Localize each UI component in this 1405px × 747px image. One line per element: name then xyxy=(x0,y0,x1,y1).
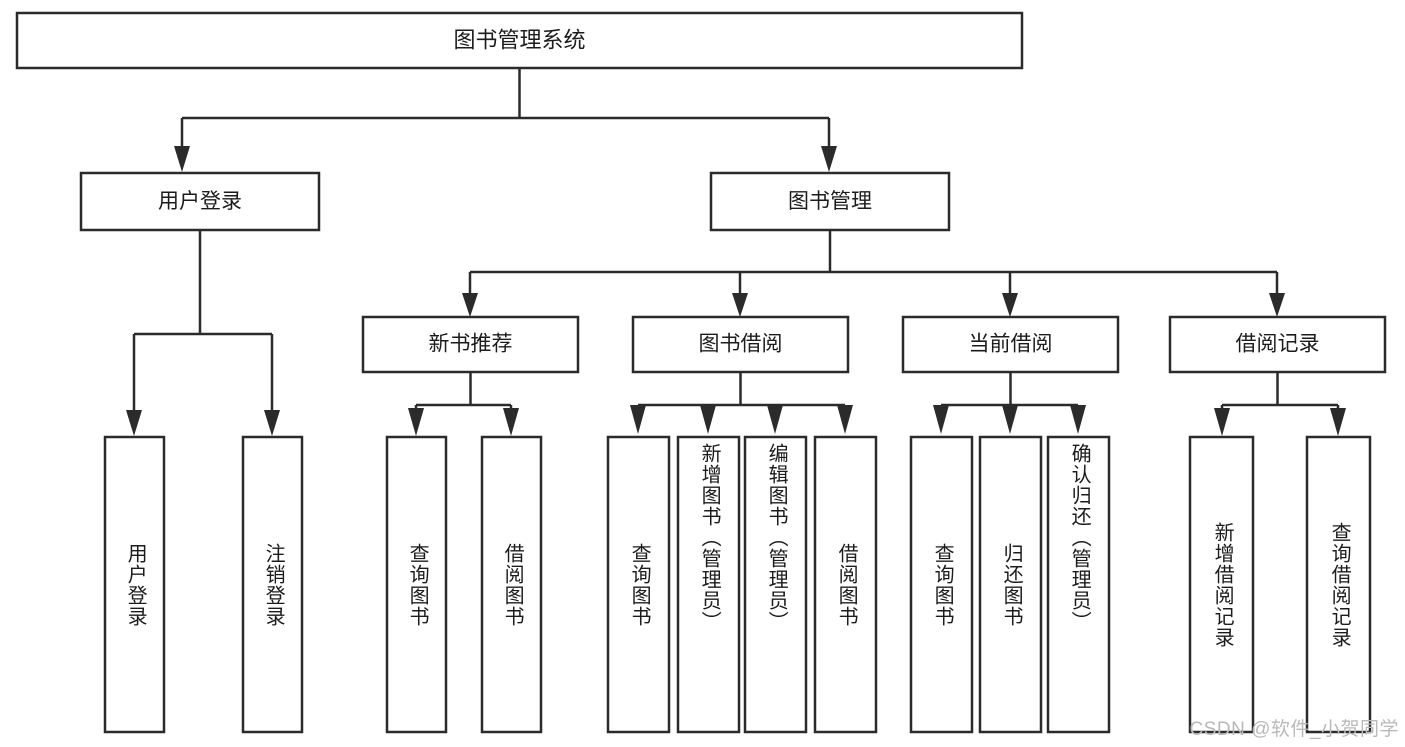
node-leaf-current-borrow-1[interactable] xyxy=(909,435,974,734)
connector-book-borrow-to-leaves xyxy=(630,372,853,434)
arrow-head-ul-1 xyxy=(126,410,142,436)
node-leaf-current-borrow-3[interactable] xyxy=(1046,435,1111,734)
arrow-head-bb-1 xyxy=(630,405,646,434)
arrow-head-ul-2 xyxy=(264,410,280,436)
arrow-head-l3-1 xyxy=(462,293,478,317)
node-leaf-new-book-recommend-2[interactable] xyxy=(480,435,543,734)
arrow-head-bb-2 xyxy=(700,405,716,434)
node-leaf-current-borrow-2[interactable] xyxy=(978,435,1043,734)
connector-user-login-to-leaves xyxy=(126,230,280,436)
node-borrow-record-label: 借阅记录 xyxy=(1236,333,1320,356)
node-leaf-book-borrow-2[interactable] xyxy=(676,435,741,734)
connector-root-to-level2 xyxy=(174,68,837,172)
node-leaf-book-borrow-4[interactable] xyxy=(813,435,878,734)
node-leaf-book-borrow-3[interactable] xyxy=(743,435,808,734)
arrow-head-br-1 xyxy=(1214,408,1230,436)
arrow-head-nbr-1 xyxy=(408,408,424,436)
arrow-head-nbr-2 xyxy=(503,408,519,436)
node-user-login-label: 用户登录 xyxy=(158,190,242,213)
arrow-head-bb-4 xyxy=(837,405,853,434)
arrow-head-l3-2 xyxy=(732,293,748,317)
arrow-head-br-2 xyxy=(1330,408,1346,436)
arrow-head-bb-3 xyxy=(767,405,783,434)
node-borrow-record[interactable] xyxy=(1168,315,1387,374)
arrow-head-l3-3 xyxy=(1002,293,1018,317)
node-root-label: 图书管理系统 xyxy=(453,27,585,52)
arrow-head-cb-3 xyxy=(1070,405,1086,434)
node-leaf-new-book-recommend-1[interactable] xyxy=(385,435,448,734)
node-leaf-user-login-1[interactable] xyxy=(103,435,166,734)
node-leaf-user-login-2[interactable] xyxy=(241,435,304,734)
connector-borrow-record-to-leaves xyxy=(1214,372,1346,436)
arrow-head-user-login xyxy=(174,146,190,172)
arrow-head-cb-1 xyxy=(933,405,949,434)
connector-new-book-recommend-to-leaves xyxy=(408,372,519,436)
node-root-book-management-system[interactable] xyxy=(15,11,1024,70)
arrow-head-l3-4 xyxy=(1269,293,1285,317)
node-book-borrow[interactable] xyxy=(631,315,850,374)
node-book-borrow-label: 图书借阅 xyxy=(699,333,783,356)
node-leaf-book-borrow-1[interactable] xyxy=(606,435,671,734)
node-current-borrow-label: 当前借阅 xyxy=(969,333,1053,356)
node-book-management-label: 图书管理 xyxy=(788,190,872,213)
node-leaf-borrow-record-1[interactable] xyxy=(1188,435,1255,734)
node-new-book-recommend[interactable] xyxy=(361,315,580,374)
arrow-head-book-manage xyxy=(821,146,837,172)
node-current-borrow[interactable] xyxy=(901,315,1120,374)
node-book-management[interactable] xyxy=(709,171,951,232)
arrow-head-cb-2 xyxy=(1002,405,1018,434)
node-leaf-borrow-record-2[interactable] xyxy=(1305,435,1372,734)
node-new-book-recommend-label: 新书推荐 xyxy=(429,333,513,356)
connector-book-management-to-level3 xyxy=(462,230,1285,317)
csdn-watermark: CSDN @软件_小贺同学 xyxy=(1189,719,1399,740)
connector-current-borrow-to-leaves xyxy=(933,372,1086,434)
